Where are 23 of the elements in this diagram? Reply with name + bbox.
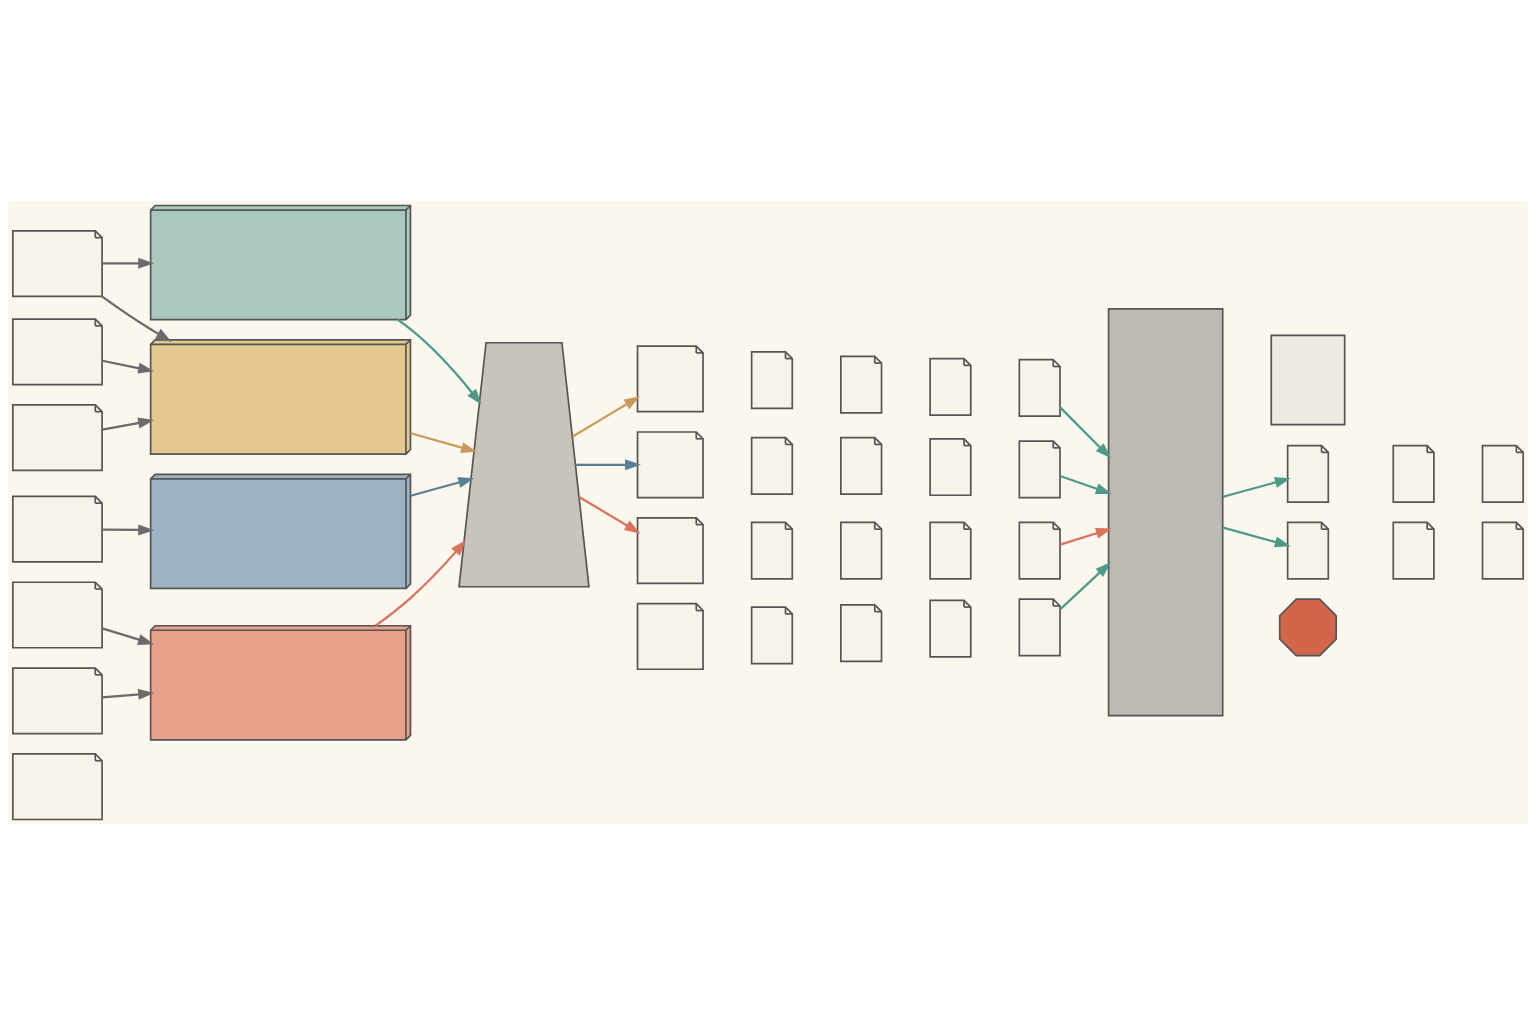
arrow bbox=[1059, 527, 1112, 546]
arrow bbox=[397, 318, 482, 405]
arrow bbox=[1222, 476, 1291, 498]
node-box bbox=[1107, 307, 1224, 716]
arrow bbox=[575, 458, 641, 470]
arrow bbox=[101, 626, 154, 645]
arrow bbox=[1059, 561, 1111, 610]
arrow bbox=[410, 476, 475, 497]
arrow bbox=[572, 395, 641, 437]
node-octagon bbox=[1278, 597, 1338, 657]
arrow bbox=[102, 257, 155, 269]
arrow bbox=[1059, 406, 1111, 458]
arrow bbox=[102, 688, 155, 700]
arrow bbox=[578, 495, 641, 533]
node-box bbox=[1270, 334, 1346, 425]
arrow bbox=[102, 417, 154, 431]
arrow bbox=[1059, 474, 1112, 494]
arrow bbox=[410, 431, 477, 453]
arrow bbox=[101, 295, 172, 342]
arrow bbox=[374, 539, 466, 627]
arrow bbox=[102, 523, 155, 536]
arrow bbox=[102, 359, 154, 374]
arrow bbox=[1222, 526, 1291, 547]
